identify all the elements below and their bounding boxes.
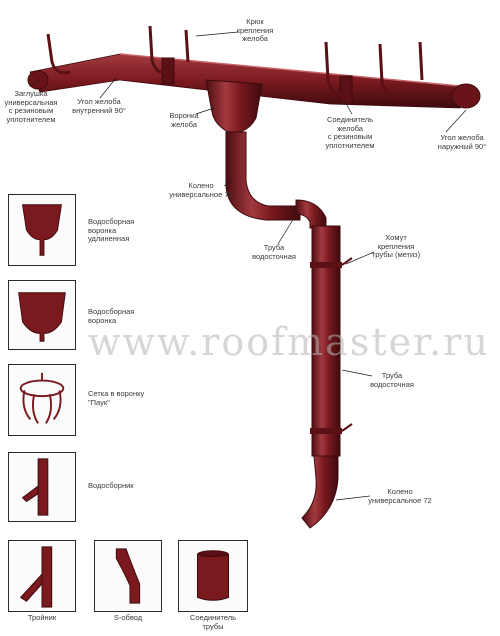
thumb-pipe-connector: [178, 540, 248, 612]
label-s-bend: S-обвод: [113, 613, 143, 622]
label-funnel: Водосборная воронка: [88, 307, 135, 325]
gutter-hooks: [46, 25, 424, 99]
gutter-funnel: [205, 79, 263, 133]
thumb-funnel: [8, 280, 76, 350]
label-pipe-connector: Соединитель трубы: [189, 613, 237, 631]
label-outer-corner: Угол желоба наружный 90°: [437, 133, 487, 151]
label-funnel: Воронка желоба: [169, 111, 199, 129]
thumb-tee: [8, 540, 76, 612]
thumb-collector: [8, 452, 76, 522]
label-elbow-bottom: Колено универсальное 72: [368, 487, 432, 505]
label-inner-corner: Угол желоба внутренний 90°: [72, 97, 126, 115]
label-tee: Тройник: [27, 613, 57, 622]
label-connector: Соединитель желоба с резиновым уплотните…: [325, 115, 375, 150]
label-spider: Сетка в воронку "Паук": [88, 389, 145, 407]
label-clamp: Хомут крепления трубы (метиз): [371, 233, 421, 260]
gutter: [27, 53, 481, 109]
leader-lines: [29, 31, 467, 501]
label-pipe-top: Труба водосточная: [252, 243, 296, 261]
thumb-funnel-long: [8, 194, 76, 266]
label-collector: Водосборник: [88, 481, 134, 490]
label-end-cap: Заглушка универсальная с резиновым уплот…: [4, 89, 58, 124]
label-elbow-top: Колено универсальное 72: [169, 181, 233, 199]
downpipe: [225, 131, 353, 529]
label-funnel-long: Водосборная воронка удлиненная: [88, 217, 135, 244]
thumb-s-bend: [94, 540, 162, 612]
label-hook: Крюк крепления желоба: [236, 17, 274, 44]
thumb-spider: [8, 364, 76, 436]
label-pipe-mid: Труба водосточная: [370, 371, 414, 389]
